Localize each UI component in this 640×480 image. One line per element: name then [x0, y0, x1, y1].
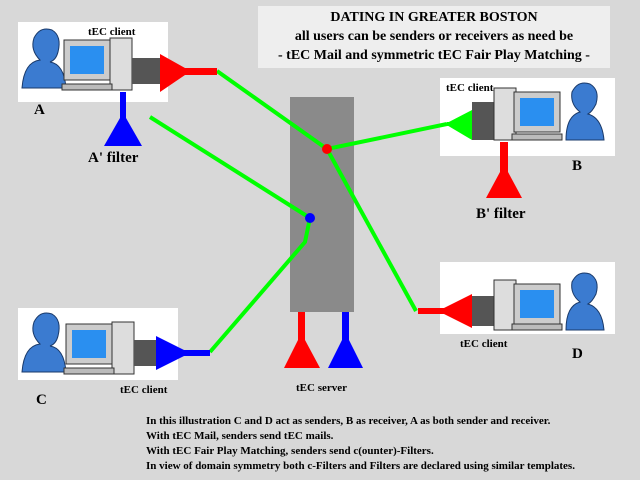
node-d-letter: D: [572, 346, 583, 362]
person-c-icon: [21, 312, 67, 373]
title-line-1: DATING IN GREATER BOSTON: [330, 10, 538, 25]
note-line: With tEC Fair Play Matching, senders sen…: [146, 445, 434, 457]
computer-tower-icon: [493, 279, 517, 331]
client-b-label: tEC client: [446, 82, 494, 94]
link-server-to-d: [325, 148, 418, 312]
note-line: In this illustration C and D act as send…: [146, 415, 551, 427]
server-blue-cone: [328, 312, 363, 368]
client-b: [445, 82, 605, 198]
node-a-letter: A: [34, 102, 45, 118]
note-line: With tEC Mail, senders send tEC mails.: [146, 430, 334, 442]
link-a-filter: [148, 115, 312, 220]
b-green-arrow: [445, 110, 472, 140]
person-d-icon: [565, 272, 605, 331]
server-box: [290, 97, 354, 312]
server-red-cone: [284, 312, 320, 368]
client-c-label: tEC client: [120, 384, 168, 396]
title-panel: DATING IN GREATER BOSTON all users can b…: [258, 6, 610, 68]
person-a-icon: [21, 28, 67, 89]
client-c: [21, 312, 210, 375]
a-filter-label: A' filter: [88, 150, 139, 166]
server-label: tEC server: [296, 382, 348, 394]
computer-tower-icon: [111, 321, 135, 375]
b-filter-cone: [486, 142, 522, 198]
node-b-letter: B: [572, 158, 583, 174]
client-a: [21, 28, 217, 146]
a-sender-cone: [160, 54, 217, 92]
title-line-3: - tEC Mail and symmetric tEC Fair Play M…: [278, 48, 590, 63]
computer-tower-icon: [493, 87, 517, 141]
title-line-2: all users can be senders or receivers as…: [294, 29, 574, 44]
node-c-letter: C: [36, 392, 47, 408]
client-a-label: tEC client: [88, 26, 136, 38]
client-d-label: tEC client: [460, 338, 508, 350]
b-filter-label: B' filter: [476, 206, 526, 222]
link-c-to-server: [208, 217, 312, 354]
client-d: [418, 272, 605, 331]
a-filter-cone: [104, 92, 142, 146]
server-node-red: [322, 144, 332, 154]
server-node-blue: [305, 213, 315, 223]
d-sender-cone: [418, 294, 472, 328]
note-line: In view of domain symmetry both c-Filter…: [146, 460, 575, 472]
computer-tower-icon: [109, 37, 133, 91]
c-sender-cone: [156, 336, 210, 370]
notes-block: In this illustration C and D act as send…: [146, 414, 638, 474]
person-b-icon: [565, 82, 605, 141]
